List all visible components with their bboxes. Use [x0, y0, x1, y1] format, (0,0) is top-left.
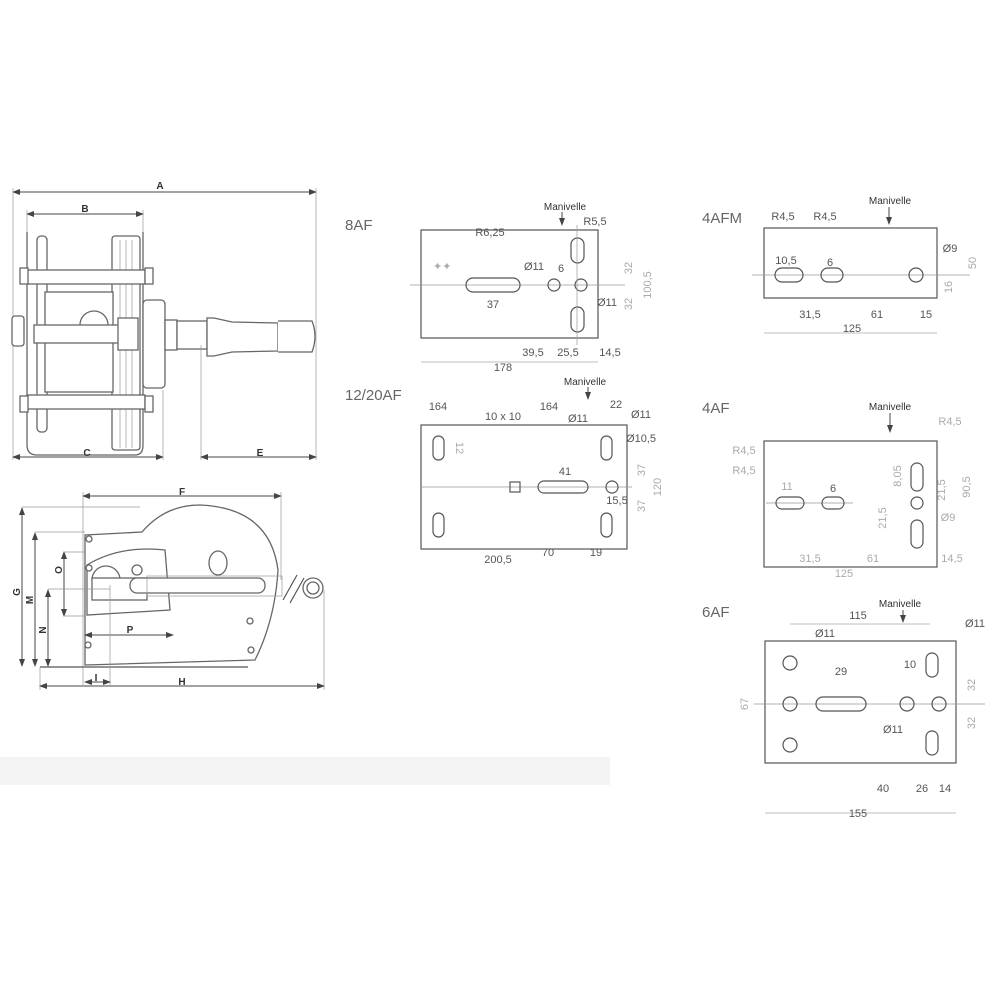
- svg-text:25,5: 25,5: [557, 347, 578, 359]
- svg-text:200,5: 200,5: [484, 554, 512, 566]
- svg-text:Manivelle: Manivelle: [869, 402, 912, 413]
- dim-E: E: [257, 448, 264, 459]
- dim-H: H: [178, 677, 185, 688]
- svg-text:100,5: 100,5: [642, 271, 654, 299]
- winch-side-view: F G M O N P I: [12, 487, 325, 690]
- svg-text:61: 61: [871, 309, 883, 321]
- svg-text:50: 50: [967, 257, 979, 269]
- svg-text:14: 14: [939, 783, 951, 795]
- svg-text:164: 164: [429, 401, 447, 413]
- svg-text:21,5: 21,5: [936, 479, 948, 500]
- plate-title: 4AFM: [702, 210, 742, 227]
- svg-text:R4,5: R4,5: [732, 465, 755, 477]
- svg-text:37: 37: [636, 500, 648, 512]
- svg-text:14,5: 14,5: [599, 347, 620, 359]
- plate-title: 12/20AF: [345, 387, 402, 404]
- svg-text:Ø9: Ø9: [941, 512, 956, 524]
- svg-text:6: 6: [830, 483, 836, 495]
- svg-text:19: 19: [590, 547, 602, 559]
- dim-F: F: [179, 487, 185, 498]
- dim-B: B: [81, 204, 88, 215]
- svg-text:6: 6: [558, 263, 564, 275]
- dim-G: G: [12, 588, 23, 596]
- svg-text:70: 70: [542, 547, 554, 559]
- svg-text:31,5: 31,5: [799, 553, 820, 565]
- svg-text:10 x 10: 10 x 10: [485, 411, 521, 423]
- svg-text:R4,5: R4,5: [813, 211, 836, 223]
- svg-text:Manivelle: Manivelle: [564, 377, 607, 388]
- faded-watermark: [0, 757, 610, 785]
- svg-text:32: 32: [623, 262, 635, 274]
- svg-text:Ø9: Ø9: [943, 243, 958, 255]
- svg-text:Ø11: Ø11: [631, 409, 651, 421]
- svg-text:32: 32: [966, 717, 978, 729]
- svg-text:37: 37: [636, 464, 648, 476]
- svg-text:Ø11: Ø11: [965, 618, 985, 630]
- svg-text:8,05: 8,05: [892, 465, 904, 486]
- dim-C: C: [83, 448, 90, 459]
- plate-4AFM: 4AFM Manivelle R4,5 R4,5 10,5 6 Ø9 50 16…: [702, 196, 979, 335]
- plate-title: 4AF: [702, 400, 730, 417]
- svg-text:40: 40: [877, 783, 889, 795]
- svg-text:21,5: 21,5: [877, 507, 889, 528]
- svg-text:26: 26: [916, 783, 928, 795]
- svg-text:R6,25: R6,25: [475, 227, 504, 239]
- dim-P: P: [127, 625, 134, 636]
- dim-I: I: [95, 673, 98, 684]
- svg-text:31,5: 31,5: [799, 309, 820, 321]
- svg-text:32: 32: [623, 298, 635, 310]
- svg-text:11: 11: [781, 481, 792, 493]
- dim-A: A: [156, 181, 163, 192]
- svg-text:R4,5: R4,5: [732, 445, 755, 457]
- svg-text:12: 12: [453, 442, 465, 454]
- svg-text:22: 22: [610, 399, 622, 411]
- svg-text:Manivelle: Manivelle: [879, 599, 922, 610]
- svg-text:Ø10,5: Ø10,5: [626, 433, 656, 445]
- svg-text:✦✦: ✦✦: [433, 261, 451, 273]
- svg-text:Ø11: Ø11: [597, 297, 617, 309]
- svg-text:120: 120: [652, 478, 664, 496]
- svg-text:178: 178: [494, 362, 512, 374]
- svg-text:10,5: 10,5: [775, 255, 796, 267]
- svg-text:39,5: 39,5: [522, 347, 543, 359]
- svg-text:15: 15: [920, 309, 932, 321]
- svg-text:29: 29: [835, 666, 847, 678]
- svg-text:155: 155: [849, 808, 867, 820]
- dim-M: M: [25, 596, 36, 604]
- dim-O: O: [54, 566, 65, 574]
- svg-text:Ø11: Ø11: [883, 724, 903, 736]
- dim-N: N: [38, 626, 49, 633]
- svg-text:115: 115: [849, 610, 867, 622]
- svg-text:Manivelle: Manivelle: [869, 196, 912, 207]
- svg-text:10: 10: [904, 659, 916, 671]
- manivelle-label: Manivelle: [544, 202, 587, 213]
- svg-text:32: 32: [966, 679, 978, 691]
- svg-text:125: 125: [835, 568, 853, 580]
- svg-text:R4,5: R4,5: [938, 416, 961, 428]
- svg-text:90,5: 90,5: [961, 476, 973, 497]
- svg-text:61: 61: [867, 553, 879, 565]
- svg-text:37: 37: [487, 299, 499, 311]
- svg-text:67: 67: [739, 698, 751, 710]
- svg-text:16: 16: [943, 281, 955, 293]
- svg-text:Ø11: Ø11: [568, 413, 588, 425]
- svg-text:14,5: 14,5: [941, 553, 962, 565]
- svg-text:Ø11: Ø11: [815, 628, 835, 640]
- plate-6AF: 6AF Manivelle 115 Ø11 Ø11 Ø11 29 10 67 3…: [702, 599, 985, 820]
- svg-text:15,5: 15,5: [606, 495, 627, 507]
- svg-text:164: 164: [540, 401, 558, 413]
- svg-text:R4,5: R4,5: [771, 211, 794, 223]
- plate-12-20AF: 12/20AF Manivelle 164 164 164 22 10 x 10…: [345, 377, 664, 566]
- svg-text:R5,5: R5,5: [583, 216, 606, 228]
- plate-4AF: 4AF Manivelle R4,5 R4,5 R4,5 11 6 8,05 2…: [702, 400, 973, 580]
- plate-title: 6AF: [702, 604, 730, 621]
- svg-text:125: 125: [843, 323, 861, 335]
- winch-front-view: A B C E: [11, 181, 317, 460]
- svg-text:6: 6: [827, 257, 833, 269]
- svg-text:41: 41: [559, 466, 571, 478]
- plate-8AF: 8AF Manivelle ✦✦ R6,25 R5,5 Ø11 6 Ø11 37…: [345, 202, 654, 374]
- plate-title: 8AF: [345, 217, 373, 234]
- svg-text:Ø11: Ø11: [524, 261, 544, 273]
